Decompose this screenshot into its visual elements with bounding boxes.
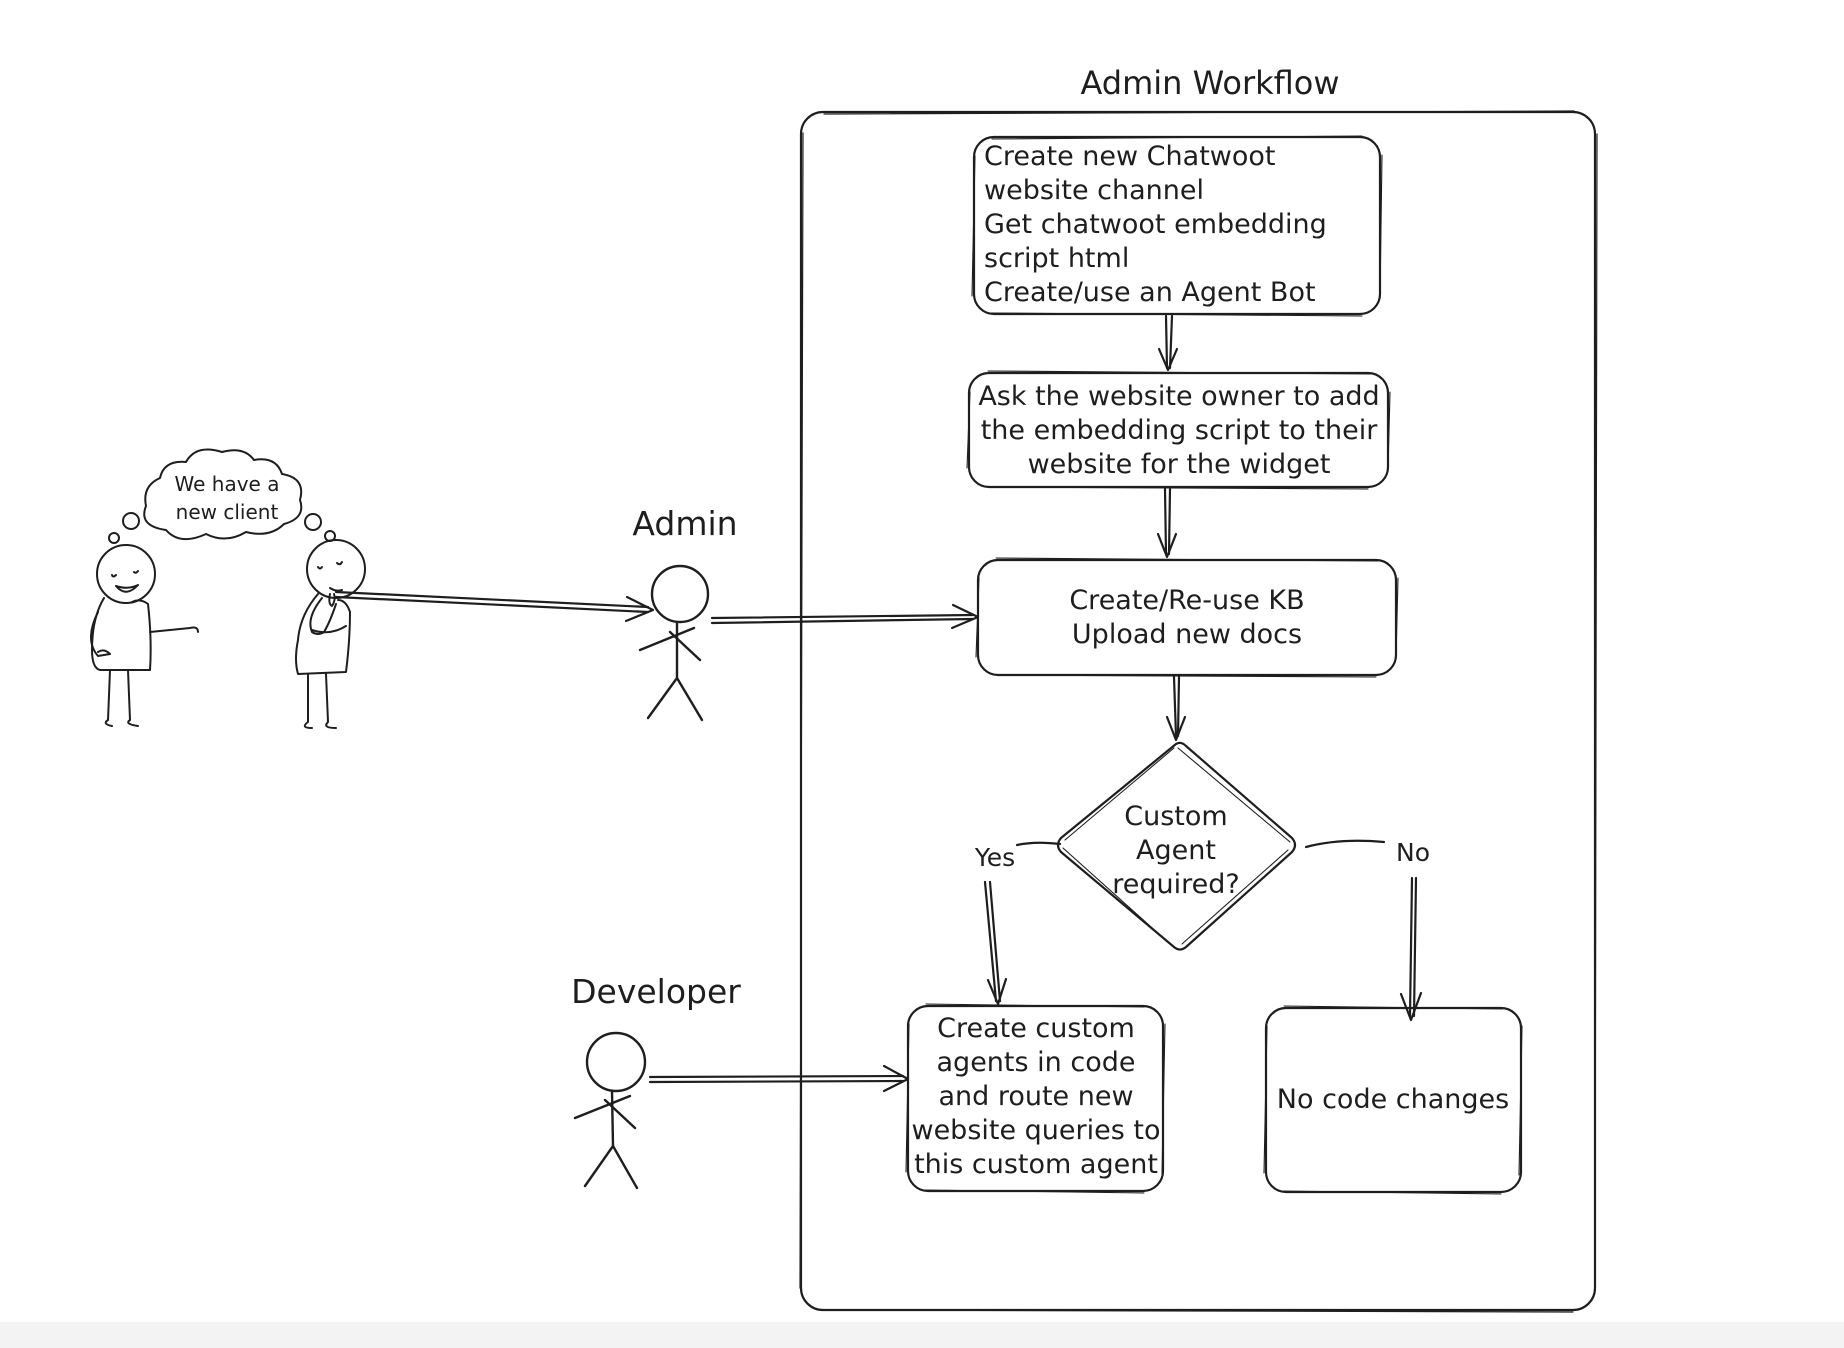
- developer-actor-label: Developer: [571, 972, 741, 1011]
- thought-bubble-label: We have a new client: [174, 472, 280, 524]
- admin-workflow-title: Admin Workflow: [1080, 64, 1340, 102]
- two-people-sketch-icon: [90, 448, 366, 729]
- node-custom-agent-label: Create custom agents in code and route n…: [911, 1013, 1161, 1180]
- arrow-developer-to-custom-agent: [648, 1064, 910, 1093]
- node-custom-agent-sketch: [905, 1003, 1166, 1194]
- node-channel-setup-sketch: [971, 135, 1383, 317]
- arrow-decision-no: [1304, 839, 1423, 1022]
- arrow-channel-to-ask: [1157, 314, 1179, 372]
- bottom-strip: [0, 1322, 1844, 1348]
- admin-actor-label: Admin: [632, 504, 738, 543]
- node-no-code-sketch: [1263, 1005, 1523, 1195]
- arrow-client-to-admin: [334, 590, 655, 623]
- arrow-ask-to-kb: [1156, 487, 1178, 559]
- node-decision-sketch: [1062, 747, 1291, 945]
- arrow-admin-to-kb: [710, 603, 980, 630]
- admin-workflow-frame-sketch: [799, 110, 1598, 1313]
- node-decision-label: Custom Agent required?: [1112, 801, 1240, 900]
- branch-yes-label: Yes: [974, 843, 1016, 872]
- node-ask-owner-sketch: [966, 370, 1391, 490]
- node-no-code-label: No code changes: [1276, 1084, 1510, 1115]
- admin-stick-figure-icon: [638, 564, 710, 722]
- thought-bubble-cloud: [143, 448, 303, 541]
- arrow-kb-to-decision: [1165, 675, 1187, 742]
- node-ask-owner-label: Ask the website owner to add the embeddi…: [978, 381, 1380, 480]
- node-kb-label: Create/Re-use KB Upload new docs: [1069, 585, 1305, 650]
- developer-stick-figure-icon: [573, 1031, 647, 1190]
- node-channel-setup-label: Create new Chatwoot website channel Get …: [984, 141, 1327, 308]
- node-kb-sketch: [975, 557, 1399, 678]
- branch-no-label: No: [1396, 838, 1430, 867]
- node-decision-shape: [1056, 741, 1297, 951]
- arrow-decision-yes: [983, 841, 1062, 1006]
